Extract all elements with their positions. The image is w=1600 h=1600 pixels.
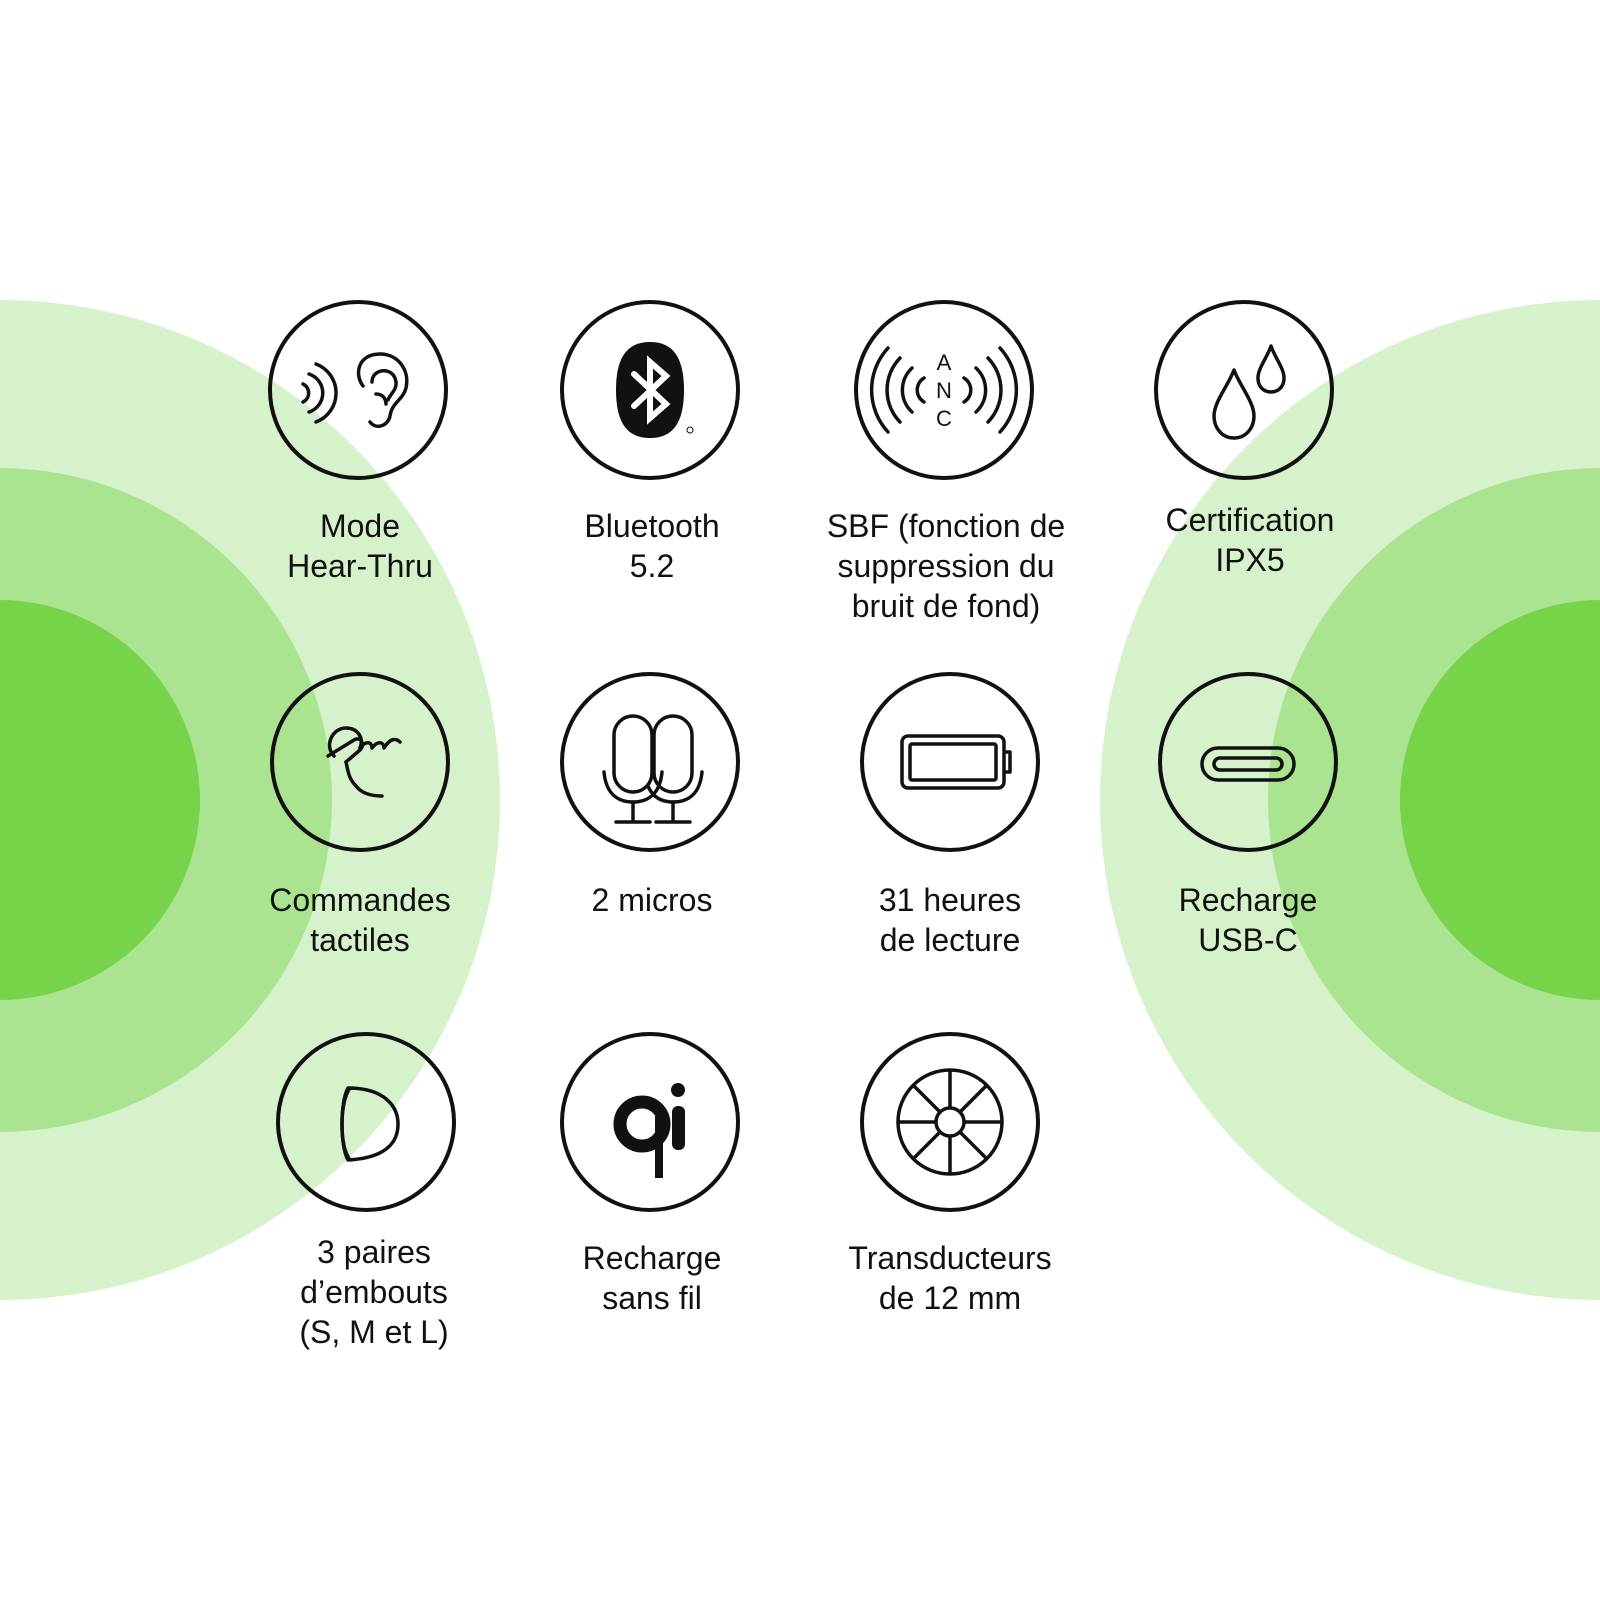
feature-label: Recharge sans fil — [582, 1240, 722, 1316]
usb-c-icon — [1200, 746, 1296, 782]
icon-badge — [860, 1032, 1040, 1212]
icon-badge — [860, 672, 1040, 852]
icon-badge — [1154, 300, 1334, 480]
ear-tip-icon — [340, 1086, 400, 1162]
battery-icon — [900, 734, 1012, 790]
icon-badge: A N C — [854, 300, 1034, 480]
feature-label: Certification IPX5 — [1165, 502, 1335, 578]
svg-text:A: A — [937, 350, 952, 375]
feature-label: 3 paires d’embouts (S, M et L) — [299, 1234, 449, 1350]
icon-badge — [1158, 672, 1338, 852]
icon-badge — [560, 300, 740, 480]
icon-badge — [560, 1032, 740, 1212]
feature-label: Bluetooth 5.2 — [584, 508, 720, 584]
left-ring-inner — [0, 600, 200, 1000]
icon-badge — [560, 672, 740, 852]
svg-text:C: C — [936, 406, 952, 431]
right-ring-inner — [1400, 600, 1600, 1000]
feature-label: Commandes tactiles — [269, 882, 451, 958]
icon-badge — [270, 672, 450, 852]
icon-badge — [276, 1032, 456, 1212]
touch-gesture-icon — [326, 726, 402, 798]
feature-label: 31 heures de lecture — [878, 882, 1022, 958]
feature-label: Transducteurs de 12 mm — [848, 1240, 1052, 1316]
anc-icon: A N C — [869, 346, 1019, 434]
microphones-icon — [602, 714, 704, 824]
feature-label: 2 micros — [591, 882, 713, 918]
driver-icon — [896, 1068, 1004, 1176]
qi-wireless-icon — [613, 1083, 685, 1178]
svg-text:N: N — [936, 378, 952, 403]
feature-label: Recharge USB-C — [1178, 882, 1318, 958]
feature-label: Mode Hear-Thru — [287, 508, 433, 584]
feature-label: SBF (fonction de suppression du bruit de… — [826, 508, 1066, 624]
ear-sound-icon — [301, 352, 409, 428]
bluetooth-icon — [616, 342, 694, 438]
icon-badge — [268, 300, 448, 480]
water-drops-icon — [1212, 344, 1286, 440]
